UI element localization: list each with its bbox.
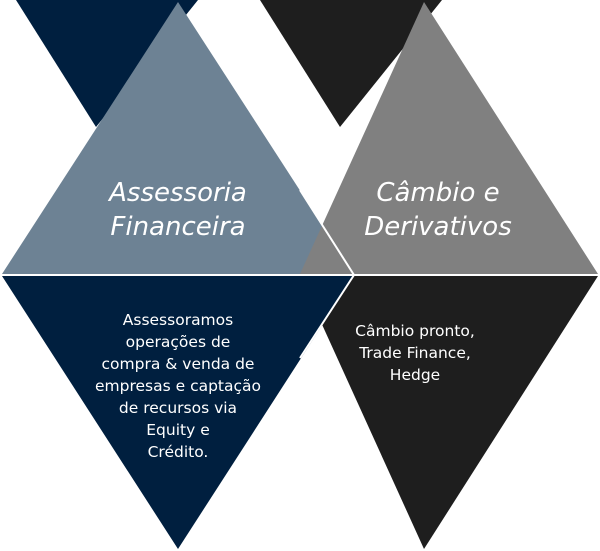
left-body-line: compra & venda de (101, 355, 255, 373)
right-body-line: Câmbio pronto, (355, 322, 475, 340)
diagonal-separator-down (299, 189, 355, 276)
left-title: Assessoria Financeira (78, 176, 278, 244)
left-body-text: Assessoramos operações de compra & venda… (78, 309, 278, 463)
right-body-text: Câmbio pronto, Trade Finance, Hedge (323, 320, 507, 386)
left-title-line-1: Assessoria (109, 178, 247, 208)
right-title: Câmbio e Derivativos (338, 176, 538, 244)
left-body-line: operações de (125, 333, 231, 351)
left-body-line: de recursos via (118, 399, 238, 417)
left-body-triangle (2, 276, 354, 549)
right-body-triangle (300, 276, 598, 549)
left-body-line: Crédito. (147, 443, 209, 461)
diagonal-separator-up (299, 274, 355, 359)
left-body-line: Assessoramos (122, 311, 234, 329)
right-title-line-2: Derivativos (364, 212, 512, 242)
right-title-line-1: Câmbio e (376, 178, 500, 208)
right-body-line: Trade Finance, (359, 344, 471, 362)
left-title-line-2: Financeira (110, 212, 246, 242)
right-title-triangle (300, 2, 598, 274)
left-title-triangle (2, 2, 354, 274)
left-body-line: empresas e captação (94, 377, 262, 395)
left-body-line: Equity e (146, 421, 210, 439)
left-top-dark-triangle (16, 0, 198, 127)
right-body-line: Hedge (389, 366, 441, 384)
right-top-dark-triangle (260, 0, 442, 127)
